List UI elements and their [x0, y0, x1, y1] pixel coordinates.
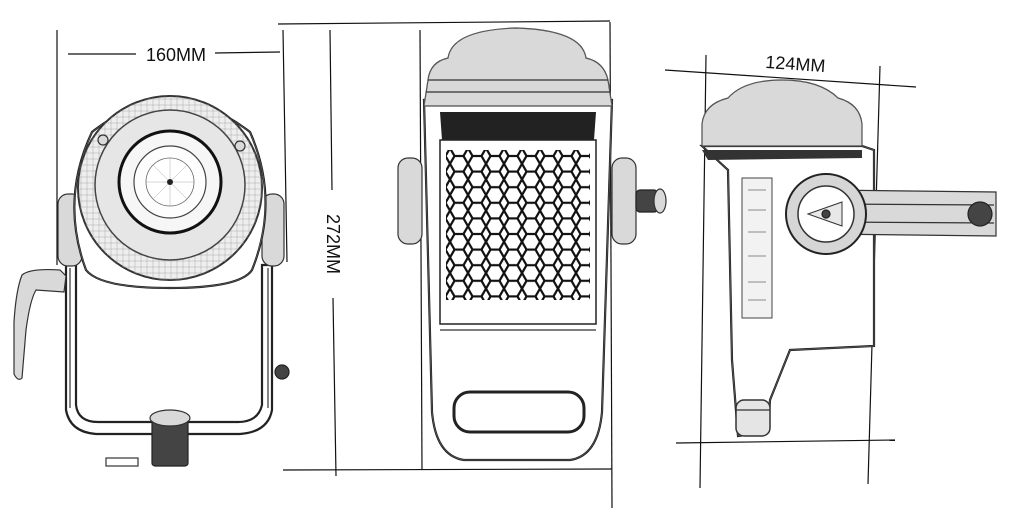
side-dome — [701, 79, 863, 147]
width-dimension-label: 160MM — [146, 45, 206, 65]
height-dimension-line-bottom — [332, 297, 337, 477]
front-bolt-left — [97, 134, 109, 146]
top-knob-cap — [653, 188, 667, 214]
top-knob-left — [397, 157, 423, 245]
front-view: 160MM — [13, 29, 290, 467]
top-hex-grille — [446, 150, 590, 300]
side-housing-mesh — [701, 145, 875, 437]
side-label-plate — [741, 177, 773, 319]
front-lens-dot — [167, 179, 173, 185]
height-top-extension-line — [277, 20, 611, 25]
front-yoke-detail — [69, 268, 269, 408]
top-dome-cap — [423, 27, 613, 107]
side-bottom-extension-line — [675, 439, 896, 444]
depth-dimension-line — [664, 69, 917, 88]
front-yoke-knob — [274, 364, 290, 380]
side-pivot-center — [821, 209, 831, 219]
front-stand-cap — [149, 409, 191, 427]
top-body-mesh — [423, 99, 613, 461]
side-dome-band — [702, 150, 862, 160]
side-label-lines — [748, 189, 766, 301]
front-stand-post — [151, 419, 189, 467]
side-view: 124MM — [664, 52, 997, 489]
height-bottom-extension-line — [282, 468, 613, 471]
side-dome-mesh — [701, 79, 863, 147]
height-dimension: 272MM — [277, 20, 613, 477]
side-bottom-handle — [735, 399, 771, 437]
front-right-extension-line — [282, 29, 288, 263]
top-view — [397, 21, 667, 509]
top-frame-bar — [440, 112, 596, 140]
side-yoke-end-knob — [967, 201, 993, 227]
top-knob-right — [611, 157, 637, 245]
top-left-extension-line — [419, 29, 423, 471]
depth-dimension-label: 124MM — [765, 52, 826, 76]
top-dome-mesh — [423, 27, 613, 107]
height-dimension-label: 272MM — [323, 214, 343, 274]
width-dimension-line-right — [214, 51, 281, 54]
front-handle — [13, 268, 67, 380]
height-dimension-line-top — [329, 29, 333, 191]
front-bolt-right — [234, 140, 246, 152]
front-stand-bracket — [105, 457, 139, 467]
front-yoke — [64, 263, 274, 436]
top-handle-slot — [452, 390, 586, 434]
